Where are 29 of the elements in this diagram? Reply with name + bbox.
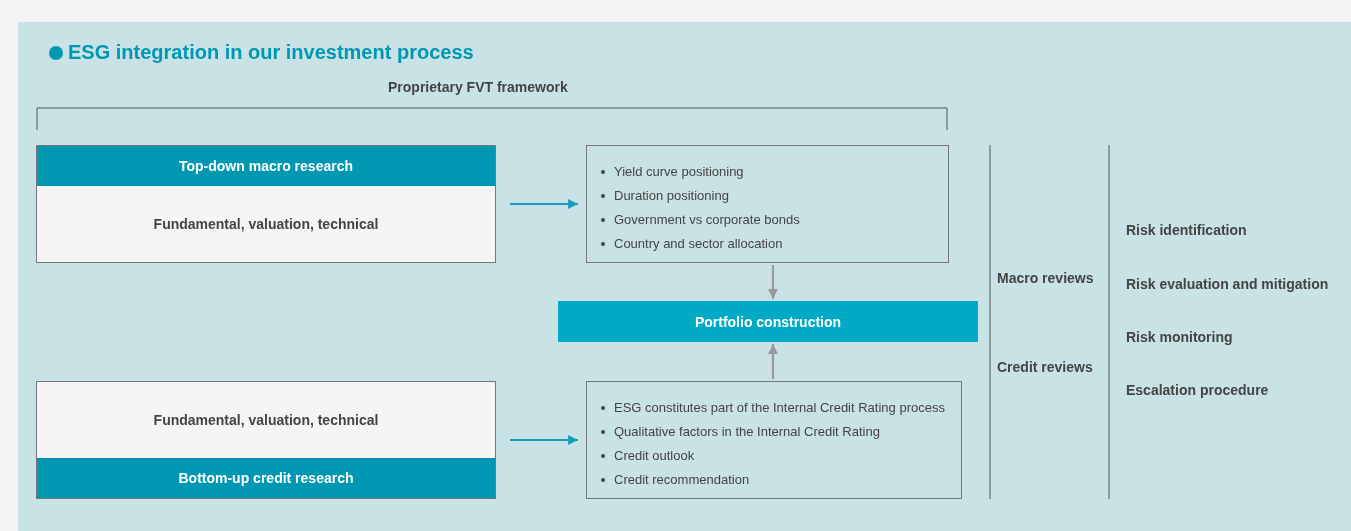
arrow: [510, 199, 578, 209]
bullet-text: Yield curve positioning: [614, 163, 744, 181]
column-label: Risk identification: [1126, 222, 1247, 238]
process-band: Portfolio construction: [558, 301, 978, 342]
column-label: Risk monitoring: [1126, 329, 1233, 345]
arrow: [768, 265, 778, 299]
card-text: Fundamental, valuation, technical: [152, 215, 380, 234]
bullet-text: Duration positioning: [614, 187, 729, 205]
card-header: Bottom-up credit research: [37, 458, 495, 498]
card-text: Fundamental, valuation, technical: [152, 411, 380, 430]
card-header: Top-down macro research: [37, 146, 495, 186]
column-label: Credit reviews: [997, 359, 1093, 375]
bullet-list-box: [586, 145, 949, 263]
bullet-text: Qualitative factors in the Internal Credit Rating: [614, 423, 880, 441]
bracket-label: Proprietary FVT framework: [388, 79, 568, 95]
column-label: Risk evaluation and mitigation: [1126, 276, 1329, 292]
bullet-text: Credit recommendation: [614, 471, 750, 489]
research-card: [36, 145, 496, 263]
bullet-text: Government vs corporate bonds: [614, 211, 800, 229]
column-label: Escalation procedure: [1126, 382, 1269, 398]
bullet-text: Credit outlook: [614, 447, 695, 465]
bullet-text: Country and sector allocation: [614, 235, 783, 253]
arrow: [768, 344, 778, 379]
bullet-list-box: [586, 381, 962, 499]
research-card: [36, 381, 496, 499]
bullet-text: ESG constitutes part of the Internal Credit Rating process: [614, 399, 945, 417]
column-label: Macro reviews: [997, 270, 1094, 286]
title: ESG integration in our investment process: [68, 41, 474, 64]
arrow: [510, 435, 578, 445]
